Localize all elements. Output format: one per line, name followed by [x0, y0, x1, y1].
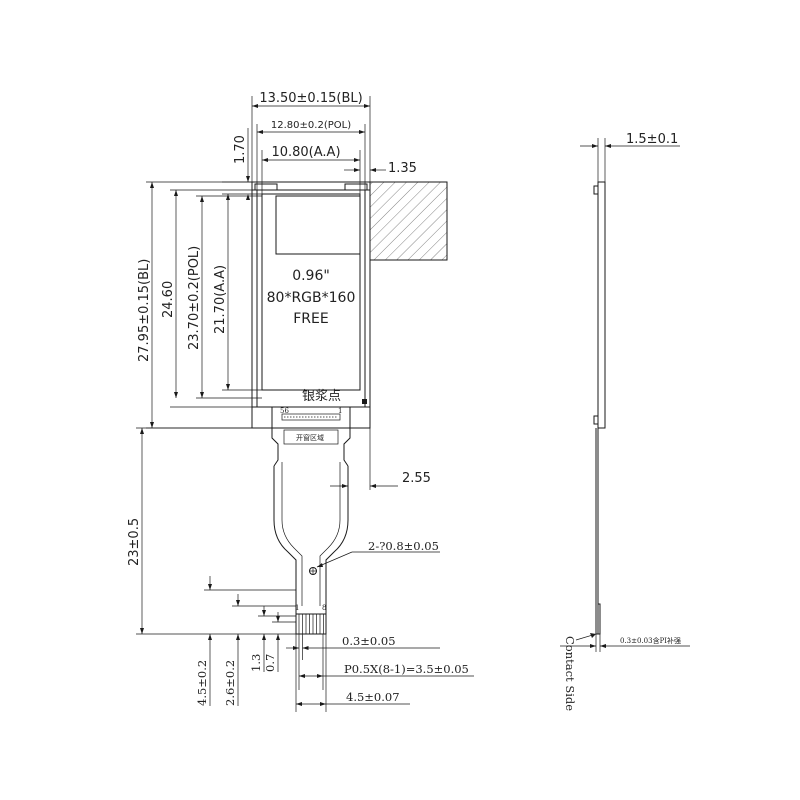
- dim-pol-width: 12.80±0.2(POL): [271, 120, 351, 131]
- dim-pitch: P0.5X(8-1)=3.5±0.05: [344, 662, 469, 676]
- open-area: [283, 429, 339, 445]
- side-view: 1.5±0.1 0.3±0.03含PI补强 Contact Side: [560, 132, 690, 711]
- front-view: 56 1 0.96" 80*RGB*160 FREE 银浆点: [251, 181, 448, 429]
- dim-pi: 0.3±0.03含PI补强: [620, 636, 681, 645]
- dim-holes: 2-?0.8±0.05: [368, 539, 439, 553]
- contact-side-label: Contact Side: [563, 636, 577, 711]
- dim-bl-width: 13.50±0.15(BL): [259, 91, 362, 106]
- lcd-resolution-text: 80*RGB*160: [267, 290, 356, 306]
- dim-pin-thickness: 0.3±0.05: [342, 634, 396, 648]
- conn-pin-1: 1: [295, 604, 299, 612]
- dim-conn-width: 4.5±0.07: [346, 690, 400, 704]
- width-dimensions: 13.50±0.15(BL) 12.80±0.2(POL) 10.80(A.A)…: [222, 91, 417, 200]
- conn-pin-8: 8: [322, 604, 326, 612]
- pin-1-label: 1: [338, 407, 342, 415]
- dim-left-4: 0.7: [263, 654, 277, 672]
- fpc-cable: 开窗区域 1 8: [271, 428, 351, 635]
- dim-right-margin: 1.35: [388, 161, 417, 176]
- dim-aa-height: 21.70(A.A): [213, 265, 228, 334]
- active-area: [261, 193, 361, 391]
- fpc-dimensions: 2.55 23±0.5 2-?0.8±0.05 4.5±0.2 2.6±0.2: [127, 427, 474, 712]
- hatched-flap: [369, 181, 448, 261]
- open-area-label: 开窗区域: [296, 433, 324, 442]
- dim-total-height: 24.60: [161, 281, 176, 318]
- side-module-body: [597, 181, 606, 429]
- inner-window: [275, 195, 361, 255]
- dim-thickness: 1.5±0.1: [626, 132, 678, 147]
- lcd-size-text: 0.96": [292, 268, 330, 284]
- solder-point-label: 银浆点: [302, 389, 341, 404]
- backlight-outline: [251, 181, 371, 429]
- height-dimensions: 27.95±0.15(BL) 24.60 23.70±0.2(POL) 21.7…: [137, 181, 262, 429]
- connector-pins: [298, 614, 324, 634]
- dim-aa-width: 10.80(A.A): [271, 145, 340, 160]
- dim-bl-height: 27.95±0.15(BL): [137, 259, 152, 362]
- dim-top-margin: 1.70: [233, 135, 248, 164]
- dim-left-3: 1.3: [249, 654, 263, 672]
- dim-pol-height: 23.70±0.2(POL): [187, 246, 202, 350]
- dim-fpc-length: 23±0.5: [127, 518, 142, 566]
- dim-left-1: 4.5±0.2: [195, 660, 209, 706]
- lcd-mode-text: FREE: [293, 311, 328, 327]
- pin-56-label: 56: [280, 407, 289, 415]
- dim-fpc-offset: 2.55: [402, 471, 431, 486]
- ic-strip: [281, 413, 341, 421]
- dim-left-2: 2.6±0.2: [223, 660, 237, 706]
- fpc-connector: [295, 613, 327, 635]
